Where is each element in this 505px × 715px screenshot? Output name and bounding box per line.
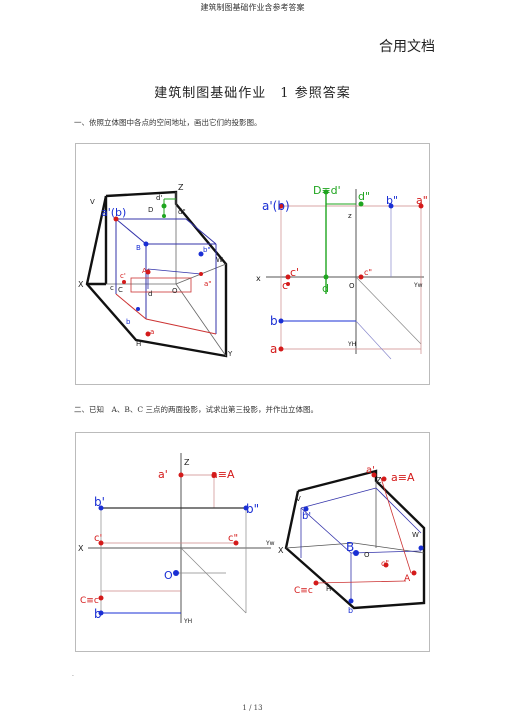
fig1-label-a-b: a'(b) [101, 206, 126, 219]
question-2-text: 二、已知 A、B、C 三点的两面投影，试求出第三投影，并作出立体图。 [74, 405, 319, 414]
fig1r-label-a-dprime: a" [416, 194, 428, 207]
fig2l-label-b: b [94, 607, 102, 621]
figure-2-drawing: Z a' a≡A b' b" X c' c" Yw O C≡c b YH [78, 453, 426, 625]
fig2l-label-b-dprime: b" [246, 502, 259, 516]
fig1-label-D: D [148, 206, 153, 214]
fig1-label-d-dprime: d" [178, 208, 186, 216]
document-header: 建筑制图基础作业含参考答案 [200, 3, 305, 12]
fig1r-label-d-dprime: d" [358, 190, 370, 203]
fig2r-label-x: X [278, 546, 284, 555]
figure-2-left-projection: Z a' a≡A b' b" X c' c" Yw O C≡c b YH [78, 453, 275, 625]
fig1r-label-a: a [270, 342, 277, 356]
figure-2-right-3d: Z a' a≡A V b' W X B O c" A H C≡c b [278, 465, 426, 615]
fig1r-label-b-dprime: b" [386, 194, 398, 207]
fig1-label-O: O [172, 287, 178, 295]
fig2l-label-O: O [164, 569, 173, 582]
fig2l-label-z: Z [184, 458, 190, 467]
figure-1-left-3d: Z X Y V W H d' d" D a'(b) b" B A c' C c … [78, 183, 233, 358]
figure-2: Z a' a≡A b' b" X c' c" Yw O C≡c b YH [75, 432, 430, 652]
fig1-label-d: d [148, 290, 152, 298]
figure-1-right-projection: D≡d' d" a'(b) b" a" z x c' c c" d O Yw b… [256, 184, 428, 360]
fig1r-label-O: O [349, 282, 355, 290]
fig1-label-B: B [136, 244, 141, 252]
fig2r-label-a-prime: a' [366, 465, 375, 476]
fig1-label-v: V [90, 198, 95, 206]
fig1-label-b-dprime: b" [203, 246, 211, 254]
fig1-label-c-prime: c' [120, 272, 126, 280]
page-title: 建筑制图基础作业 1 参照答案 [154, 86, 351, 101]
figure-1-drawing: Z X Y V W H d' d" D a'(b) b" B A c' C c … [78, 183, 428, 360]
fig1-label-z: Z [178, 183, 184, 192]
document-tag: 合用文档 [379, 39, 435, 55]
fig2r-label-c-dprime: c" [381, 559, 389, 568]
fig1r-label-a-b: a'(b) [262, 199, 290, 213]
fig2l-label-yw: Yw [265, 540, 275, 547]
fig2l-label-a-prime: a' [158, 468, 168, 481]
fig1r-label-yh: YH [347, 341, 356, 348]
fig2l-label-c-dprime: c" [228, 533, 238, 544]
fig2r-label-v: V [296, 495, 301, 503]
fig1-label-d-prime: d' [156, 194, 162, 202]
fig2r-label-c-eq-c: C≡c [294, 586, 313, 596]
fig2l-label-b-prime: b' [94, 495, 105, 509]
fig1r-label-d: d [322, 282, 329, 295]
fig1-label-y: Y [227, 350, 233, 358]
fig2l-label-c-prime: c' [94, 533, 102, 544]
fig1r-label-yw: Yw [413, 282, 423, 289]
fig2l-label-x: X [78, 544, 84, 553]
figure-1: Z X Y V W H d' d" D a'(b) b" B A c' C c … [75, 143, 430, 385]
fig1r-label-b: b [270, 314, 278, 328]
fig1r-label-z: z [348, 212, 352, 220]
fig1-label-C: C [118, 286, 123, 294]
fig2l-label-a-eq-A: a≡A [211, 468, 235, 481]
fig2r-label-a-eq-A: a≡A [391, 471, 415, 484]
fig2r-label-B: B [346, 540, 354, 554]
fig1-label-a: a [150, 328, 154, 336]
fig2r-label-b: b [348, 606, 353, 615]
fig2l-label-c-eq-c: C≡c [80, 596, 99, 606]
fig2r-label-z: Z [376, 476, 382, 485]
fig2r-label-w: W [412, 531, 419, 539]
fig1-label-b: b [126, 318, 131, 326]
fig1r-label-c-dprime: c" [364, 268, 372, 277]
page-number: 1 / 13 [242, 704, 263, 712]
fig1-label-c: c [110, 284, 114, 292]
fig1-label-a-dprime: a" [204, 280, 212, 288]
fig2r-label-O: O [364, 551, 370, 559]
fig1r-label-D-eq-d: D≡d' [313, 184, 341, 197]
stray-dot: . [72, 671, 74, 678]
fig1r-label-c: c [282, 279, 288, 292]
fig2r-label-b-prime: b' [302, 511, 311, 522]
fig1r-label-c-prime: c' [290, 266, 299, 279]
fig1-label-A: A [142, 267, 147, 275]
fig2r-label-H: H [326, 585, 331, 593]
fig1-label-h: H [136, 340, 141, 348]
fig1-label-x: X [78, 280, 84, 289]
fig1-label-w: W [216, 256, 223, 264]
fig2l-label-yh: YH [183, 618, 192, 625]
fig2r-label-A: A [404, 574, 411, 584]
fig1r-label-x: x [256, 274, 261, 283]
question-1-text: 一、依照立体图中各点的空间地址，画出它们的投影图。 [74, 118, 262, 127]
